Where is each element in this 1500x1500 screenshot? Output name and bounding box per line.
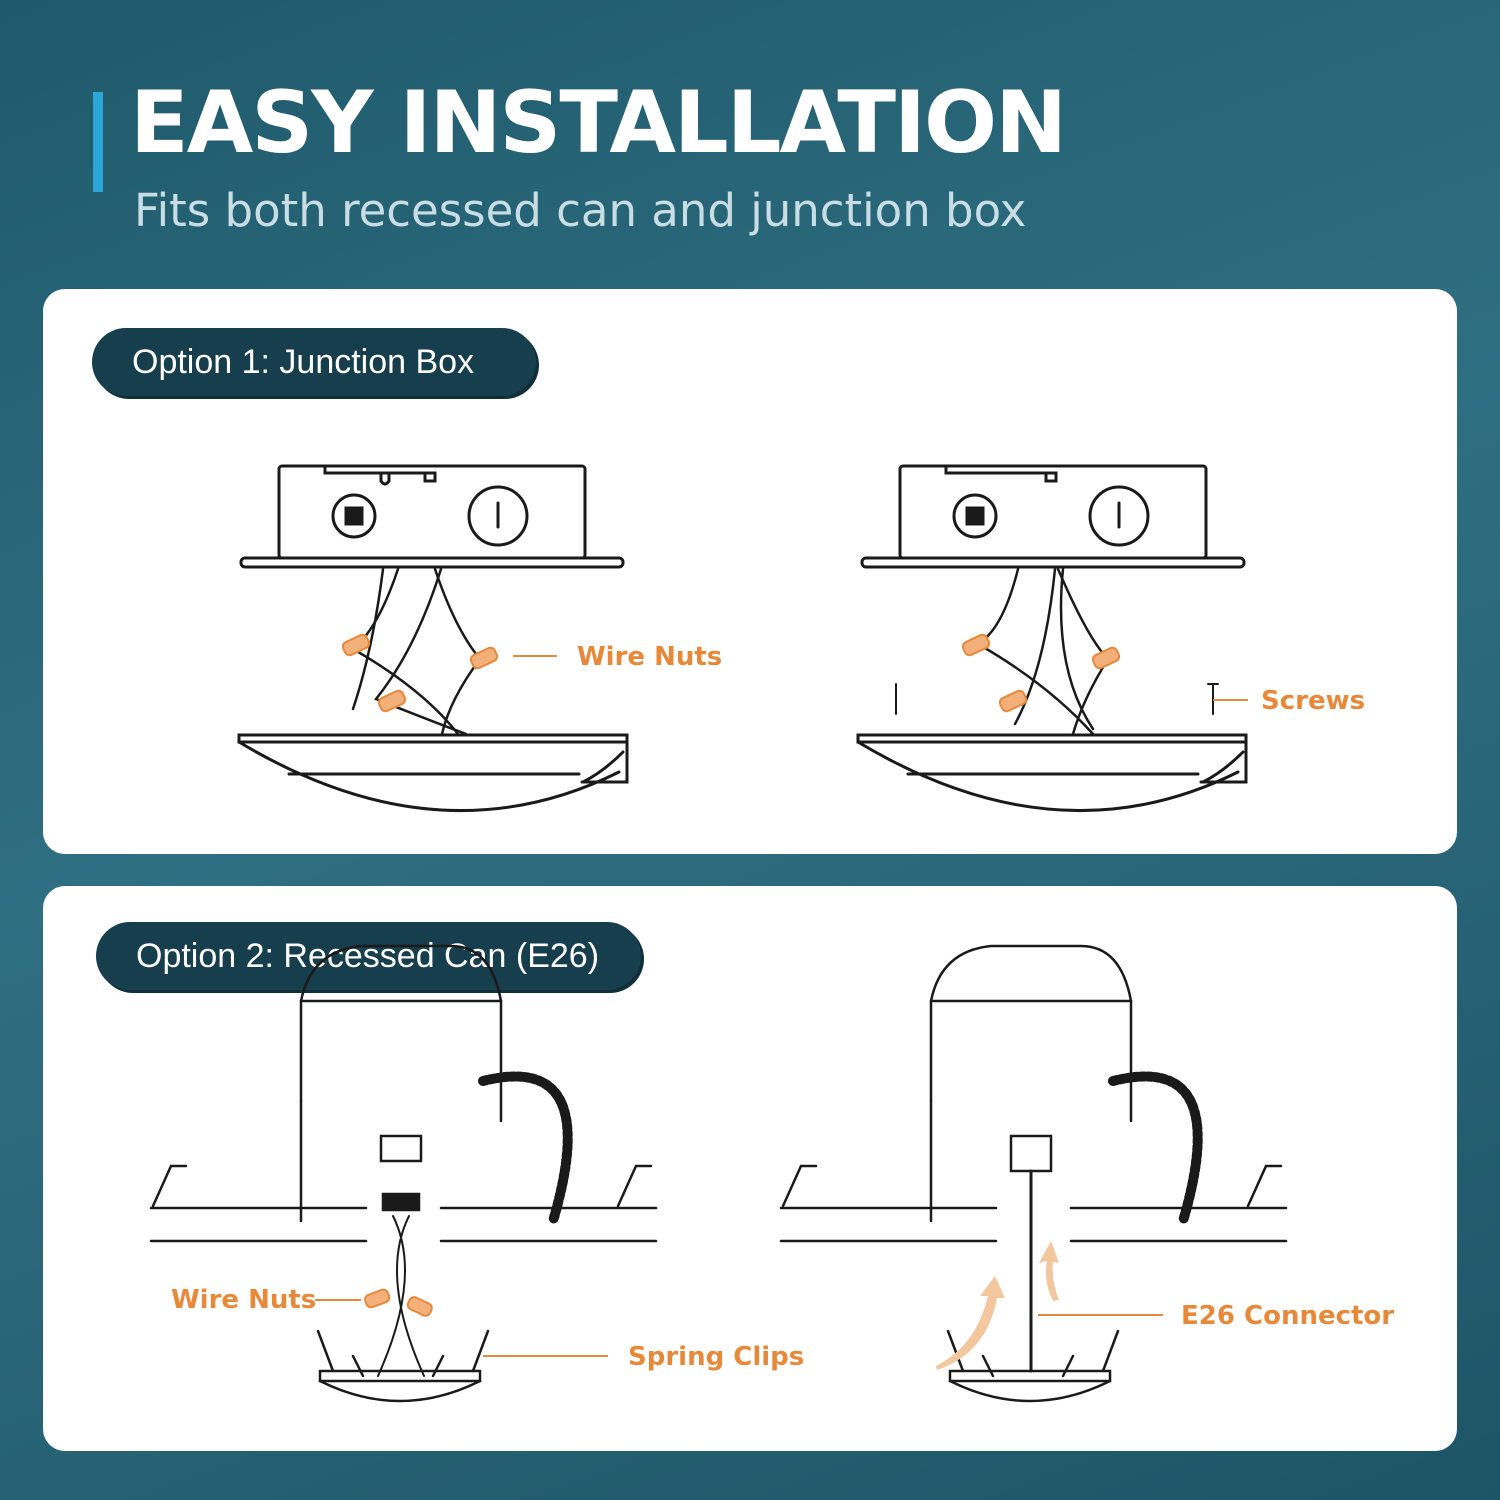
fixture-right	[856, 733, 1248, 813]
wire-nut-icon	[469, 646, 499, 670]
spring-clips-label: Spring Clips	[628, 1342, 804, 1372]
fixture-can-right	[948, 1369, 1112, 1403]
wires-left	[351, 567, 482, 736]
junction-box-right	[860, 464, 1246, 569]
option1-panel: Option 1: Junction Box	[43, 289, 1457, 854]
fixture-left	[237, 733, 629, 813]
option2-title: Option 2: Recessed Can (E26)	[96, 922, 641, 990]
wire-nuts-label: Wire Nuts	[171, 1285, 316, 1315]
spring-clips-right	[946, 1329, 1120, 1378]
recessed-can-right	[779, 944, 1288, 1373]
wires-can-left	[377, 1215, 425, 1377]
wire-nut-icon	[961, 633, 991, 657]
recessed-can-left	[149, 944, 658, 1243]
option2-panel: Option 2: Recessed Can (E26)	[43, 886, 1457, 1451]
fixture-can-left	[318, 1369, 482, 1403]
wires-right	[976, 567, 1110, 736]
screws-label: Screws	[1261, 686, 1365, 716]
wire-nut-icon	[406, 1296, 433, 1317]
wire-nut-icon	[377, 689, 407, 713]
wire-nut-icon	[1091, 646, 1121, 670]
wire-nut-icon	[998, 689, 1028, 713]
option1-title: Option 1: Junction Box	[92, 328, 536, 396]
wire-nut-icon	[364, 1288, 391, 1309]
page-title: EASY INSTALLATION	[130, 73, 1067, 173]
wire-nuts-label: Wire Nuts	[577, 642, 722, 672]
spring-clips-left	[316, 1329, 490, 1378]
junction-box-left	[239, 464, 625, 569]
junction-box-diagram: Wire Nuts Screws	[237, 464, 1365, 813]
arrow-up-icon	[936, 1276, 1005, 1370]
title-accent-bar	[93, 92, 103, 192]
e26-connector-label: E26 Connector	[1181, 1301, 1394, 1331]
recessed-can-diagram: Wire Nuts Spring Clips E26 Connector	[149, 944, 1394, 1403]
arrow-up-icon	[1039, 1241, 1059, 1301]
page-subtitle: Fits both recessed can and junction box	[134, 184, 1027, 237]
wire-nut-icon	[341, 633, 371, 657]
